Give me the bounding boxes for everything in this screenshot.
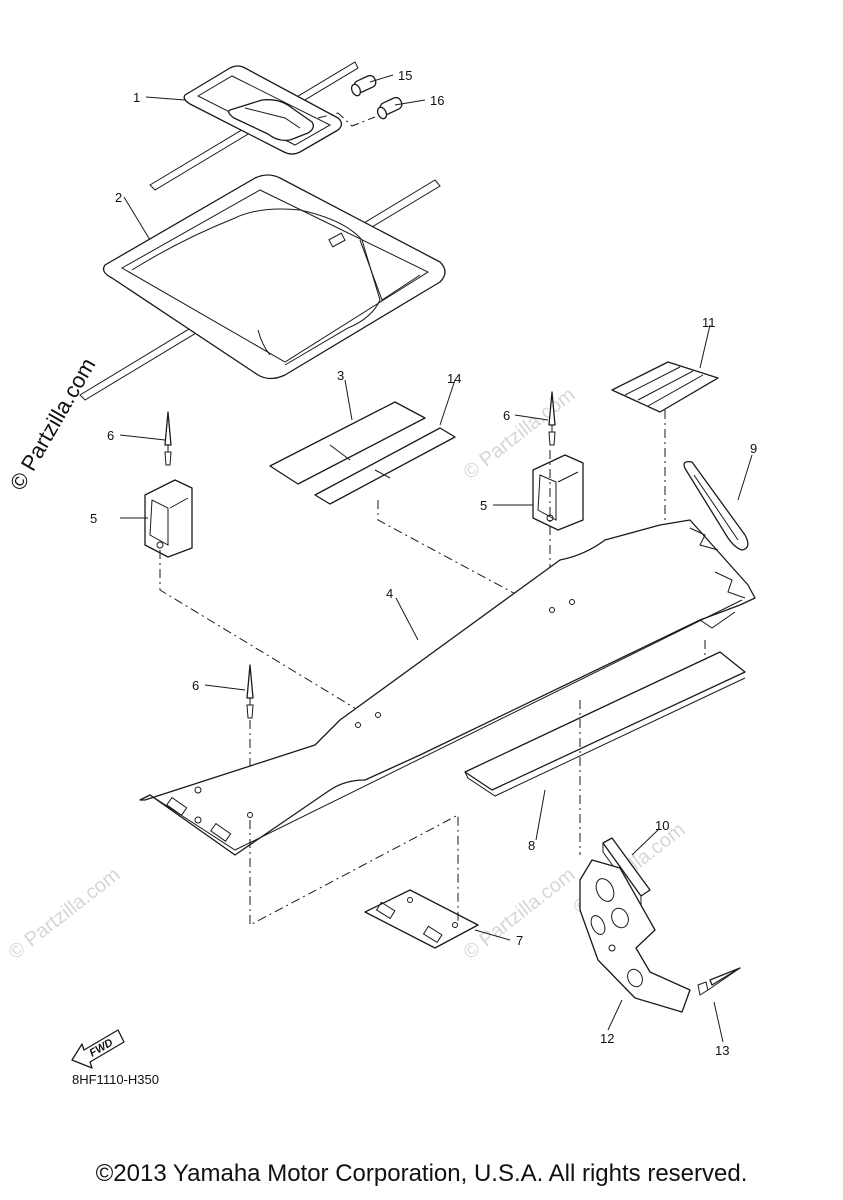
callout-14: 14 — [447, 371, 461, 386]
watermark-faint-3: © Partzilla.com — [460, 864, 580, 964]
fwd-arrow-icon: FWD — [71, 1029, 125, 1069]
watermark-faint-2: © Partzilla.com — [5, 864, 125, 964]
part-13-rivet — [697, 967, 741, 996]
fwd-label: FWD — [88, 1037, 116, 1060]
callouts: 1 15 16 2 3 14 11 9 6 5 6 5 4 6 7 8 10 1… — [90, 68, 757, 1058]
callout-6a: 6 — [107, 428, 114, 443]
callout-10: 10 — [655, 818, 669, 833]
callout-11: 11 — [702, 315, 716, 330]
callout-7: 7 — [516, 933, 523, 948]
diagram-code: 8HF1110-H350 — [72, 1072, 159, 1087]
callout-2: 2 — [115, 190, 122, 205]
part-7-plate — [364, 889, 479, 949]
part-5-clip-right — [532, 454, 584, 531]
part-15-grommet — [350, 74, 377, 97]
part-16-grommet — [376, 96, 403, 120]
callout-12: 12 — [600, 1031, 614, 1046]
callout-6c: 6 — [192, 678, 199, 693]
part-1-cover — [149, 61, 359, 191]
part-6-rivet-c — [246, 664, 254, 719]
callout-9: 9 — [750, 441, 757, 456]
callout-16: 16 — [430, 93, 444, 108]
part-3-decal — [269, 401, 426, 485]
part-4-tray — [139, 519, 756, 856]
callout-8: 8 — [528, 838, 535, 853]
part-9-hook — [683, 461, 749, 551]
callout-5b: 5 — [480, 498, 487, 513]
callout-15: 15 — [398, 68, 412, 83]
part-8-pad — [464, 651, 746, 797]
leader-lines — [119, 74, 753, 1043]
callout-13: 13 — [715, 1043, 729, 1058]
part-14-decal — [314, 427, 456, 505]
callout-1: 1 — [133, 90, 140, 105]
part-6-rivet-a — [164, 411, 172, 466]
callout-6b: 6 — [503, 408, 510, 423]
callout-4: 4 — [386, 586, 393, 601]
watermark-main: © Partzilla.com — [5, 354, 101, 495]
part-6-rivet-b — [548, 391, 556, 446]
copyright-footer: ©2013 Yamaha Motor Corporation, U.S.A. A… — [95, 1160, 748, 1187]
part-12-bracket — [579, 859, 691, 1013]
callout-3: 3 — [337, 368, 344, 383]
part-5-clip-left — [144, 479, 193, 558]
callout-5a: 5 — [90, 511, 97, 526]
part-2-cover — [79, 174, 446, 401]
part-11-mat — [611, 361, 719, 413]
